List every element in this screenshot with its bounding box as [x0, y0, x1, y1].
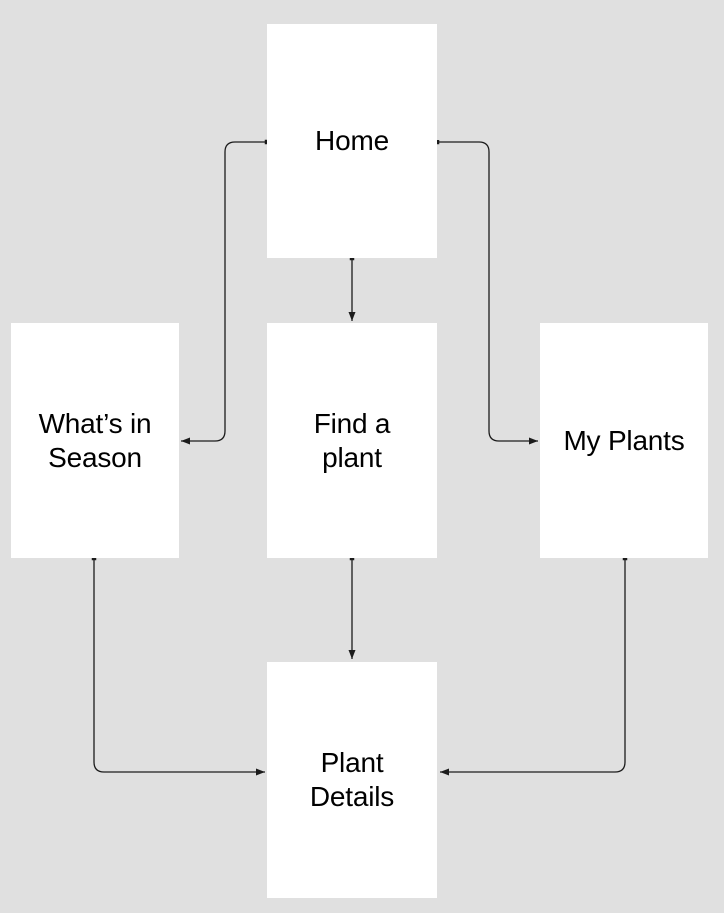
node-my-plants-label: My Plants: [563, 424, 685, 456]
connector-my-plants-to-plant-details[interactable]: [440, 555, 628, 776]
connector-whats-in-season-to-plant-details[interactable]: [91, 555, 265, 776]
node-whats-in-season[interactable]: What’s in Season: [11, 323, 179, 558]
connector-home-to-my-plants[interactable]: [434, 139, 538, 445]
node-home-label: Home: [315, 125, 389, 156]
connector-home-to-whats-in-season[interactable]: [181, 139, 270, 445]
node-find-a-plant[interactable]: Find a plant: [267, 323, 437, 558]
node-home[interactable]: Home: [267, 24, 437, 258]
node-whats-in-season-label: What’s in Season: [38, 407, 152, 473]
node-find-a-plant-label: Find a plant: [313, 407, 391, 473]
node-my-plants[interactable]: My Plants: [540, 323, 708, 558]
node-plant-details-label: Plant Details: [309, 747, 395, 812]
node-plant-details[interactable]: Plant Details: [267, 662, 437, 898]
